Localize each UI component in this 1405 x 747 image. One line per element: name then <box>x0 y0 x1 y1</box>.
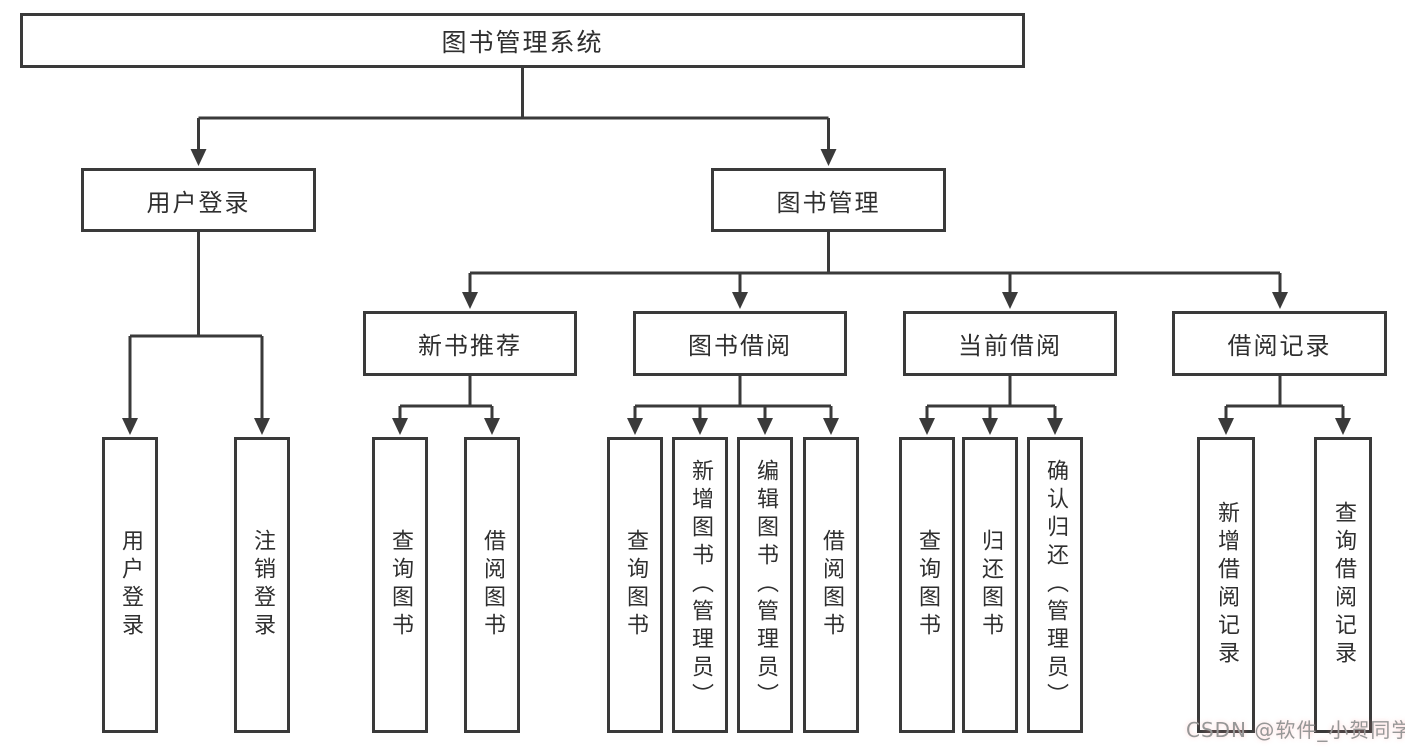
node-borrowing-records-label: 借阅记录 <box>1227 332 1332 360</box>
node-root: 图书管理系统 <box>20 13 1025 68</box>
csdn-watermark: CSDN @软件_小贺同学 <box>1186 718 1405 742</box>
arrowhead-icon <box>732 292 748 309</box>
leaf-borrow-books: 借阅图书 <box>803 437 859 733</box>
arrowhead-icon <box>1218 418 1234 435</box>
arrowhead-icon <box>627 418 643 435</box>
leaf-borrow-books-recommend-label: 借阅图书 <box>480 529 505 641</box>
leaf-query-books-current: 查询图书 <box>899 437 955 733</box>
arrowhead-icon <box>122 418 138 435</box>
node-book-management: 图书管理 <box>711 168 946 232</box>
connector-new-book-children <box>398 376 494 420</box>
node-book-borrowing-label: 图书借阅 <box>688 332 792 360</box>
leaf-logout-label: 注销登录 <box>250 529 275 641</box>
node-current-borrowing: 当前借阅 <box>903 311 1117 376</box>
arrowhead-icon <box>254 418 270 435</box>
arrowhead-icon <box>1047 418 1063 435</box>
leaf-query-books-recommend-label: 查询图书 <box>388 529 413 641</box>
leaf-borrow-books-label: 借阅图书 <box>819 529 844 641</box>
leaf-return-book: 归还图书 <box>962 437 1018 733</box>
arrowhead-icon <box>823 418 839 435</box>
leaf-query-books-recommend: 查询图书 <box>372 437 428 733</box>
leaf-edit-book-admin-label: 编辑图书（管理员） <box>753 459 778 711</box>
node-current-borrowing-label: 当前借阅 <box>958 332 1062 360</box>
node-book-borrowing: 图书借阅 <box>633 311 847 376</box>
node-user-login-label: 用户登录 <box>146 188 251 217</box>
node-new-book-recommend-label: 新书推荐 <box>418 332 522 360</box>
leaf-confirm-return-admin: 确认归还（管理员） <box>1027 437 1083 733</box>
connector-current-borrow-children <box>925 376 1057 420</box>
connector-book-mgmt-to-level3 <box>468 232 1282 293</box>
leaf-user-login-label: 用户登录 <box>118 529 143 641</box>
node-new-book-recommend: 新书推荐 <box>363 311 577 376</box>
arrowhead-icon <box>982 418 998 435</box>
leaf-confirm-return-admin-label: 确认归还（管理员） <box>1043 459 1068 711</box>
leaf-query-borrow-record: 查询借阅记录 <box>1314 437 1372 733</box>
leaf-add-book-admin-label: 新增图书（管理员） <box>688 459 713 711</box>
node-borrowing-records: 借阅记录 <box>1172 311 1387 376</box>
arrowhead-icon <box>919 418 935 435</box>
arrowhead-icon <box>1002 292 1018 309</box>
connector-book-borrow-children <box>633 376 833 420</box>
connector-user-login-children <box>128 232 264 420</box>
leaf-query-books-borrow: 查询图书 <box>607 437 663 733</box>
leaf-query-books-current-label: 查询图书 <box>915 529 940 641</box>
connector-root-to-level2 <box>197 68 830 151</box>
leaf-edit-book-admin: 编辑图书（管理员） <box>737 437 793 733</box>
leaf-add-book-admin: 新增图书（管理员） <box>672 437 728 733</box>
leaf-user-login: 用户登录 <box>102 437 158 733</box>
arrowhead-icon <box>692 418 708 435</box>
arrowhead-icon <box>190 149 207 166</box>
leaf-borrow-books-recommend: 借阅图书 <box>464 437 520 733</box>
leaf-add-borrow-record-label: 新增借阅记录 <box>1214 501 1239 669</box>
arrowhead-icon <box>392 418 408 435</box>
arrowhead-icon <box>1272 292 1288 309</box>
arrowhead-icon <box>484 418 500 435</box>
arrowhead-icon <box>462 292 478 309</box>
leaf-add-borrow-record: 新增借阅记录 <box>1197 437 1255 733</box>
arrowhead-icon <box>820 149 837 166</box>
leaf-query-borrow-record-label: 查询借阅记录 <box>1331 501 1356 669</box>
leaf-query-books-borrow-label: 查询图书 <box>623 529 648 641</box>
node-user-login: 用户登录 <box>81 168 316 232</box>
node-book-management-label: 图书管理 <box>776 188 881 217</box>
node-root-label: 图书管理系统 <box>441 27 604 57</box>
connector-borrow-record-children <box>1224 376 1345 420</box>
arrowhead-icon <box>757 418 773 435</box>
arrowhead-icon <box>1335 418 1351 435</box>
leaf-logout: 注销登录 <box>234 437 290 733</box>
leaf-return-book-label: 归还图书 <box>978 529 1003 641</box>
